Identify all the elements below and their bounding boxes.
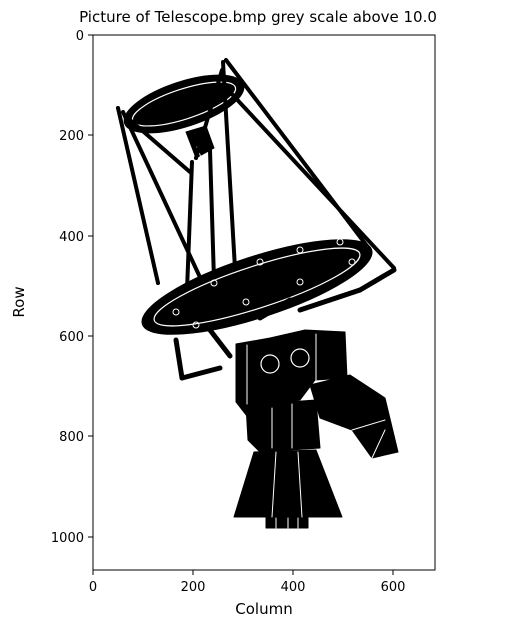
y-tick-label: 600 — [59, 330, 84, 345]
x-axis: 0 200 400 600 Column — [89, 570, 406, 618]
mount — [235, 329, 348, 421]
support-arms — [173, 267, 397, 381]
pier-column — [245, 399, 321, 453]
x-tick-label: 400 — [281, 580, 306, 595]
y-tick-label: 400 — [59, 230, 84, 245]
x-tick-label: 0 — [89, 580, 97, 595]
axes-frame — [92, 34, 436, 571]
y-axis-label: Row — [10, 286, 28, 317]
y-tick-label: 800 — [59, 430, 84, 445]
telescope-image — [116, 58, 399, 529]
y-tick-label: 0 — [76, 29, 84, 44]
x-tick-label: 200 — [181, 580, 206, 595]
x-tick-label: 600 — [381, 580, 406, 595]
truss-tubes — [116, 58, 396, 292]
drive-housing — [309, 374, 399, 459]
y-tick-label: 1000 — [51, 531, 84, 546]
x-axis-label: Column — [235, 600, 292, 618]
y-tick-label: 200 — [59, 129, 84, 144]
plot-title: Picture of Telescope.bmp grey scale abov… — [79, 8, 437, 26]
image-axes — [92, 34, 436, 571]
y-axis: 0 200 400 600 800 1000 Row — [10, 29, 93, 546]
base — [233, 449, 343, 529]
